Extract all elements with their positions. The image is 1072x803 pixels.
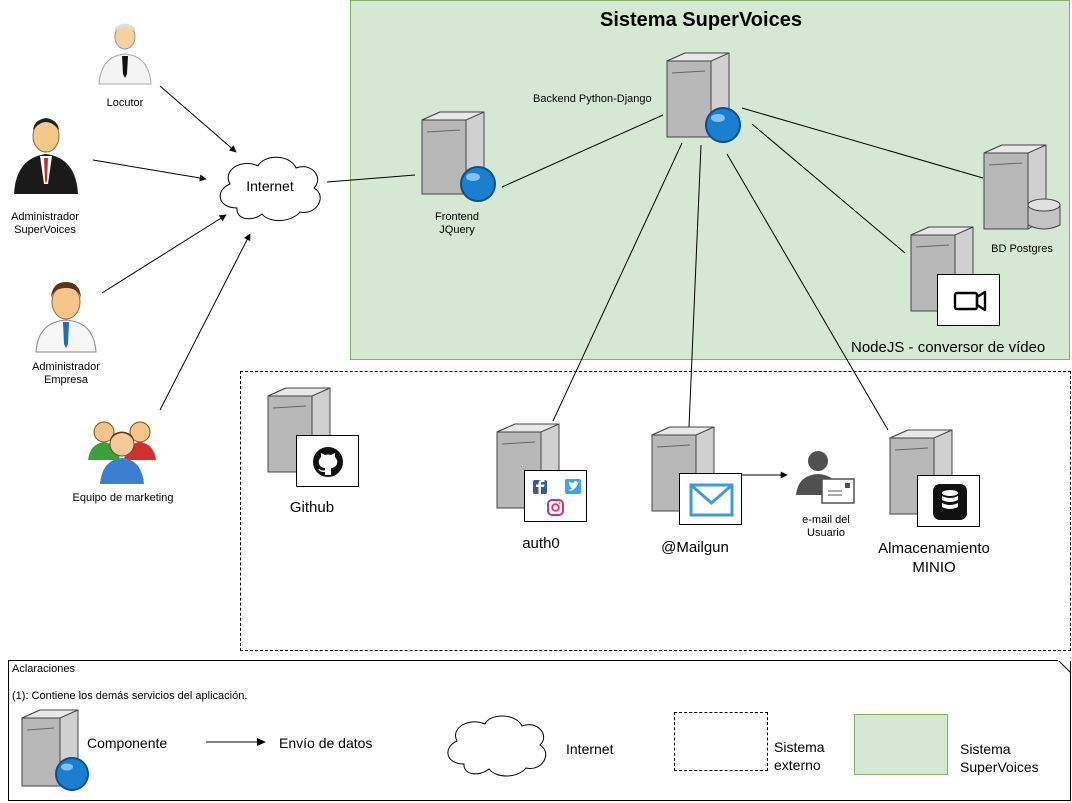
video-badge: [937, 274, 1000, 326]
user-mail-icon: [796, 451, 855, 504]
mailgun-badge: [679, 473, 742, 525]
edge-frontend-backend: [501, 114, 664, 188]
edge-backend-mailgun: [688, 144, 702, 428]
legend-arrow-icon: [206, 738, 266, 746]
legend-cloud-icon: [447, 715, 547, 777]
internet-label: Internet: [246, 178, 294, 194]
instagram-icon: [547, 499, 564, 516]
edge-backend-video: [751, 123, 906, 254]
github-logo-icon: [313, 447, 343, 477]
diagram-title: Sistema SuperVoices: [600, 9, 802, 31]
auth0-label: auth0: [522, 535, 560, 552]
edge-internet-frontend: [326, 174, 416, 183]
mail-envelope-icon: [689, 483, 734, 517]
facebook-icon: [533, 480, 547, 494]
legend-corner-fold: [1057, 659, 1072, 674]
legend-note: (1): Contiene los demás servicios del ap…: [12, 690, 248, 702]
twitter-icon: [565, 479, 581, 494]
legend-dataflow-label: Envío de datos: [279, 735, 373, 751]
database-icon: [933, 484, 967, 520]
legend-system-swatch: [854, 714, 948, 775]
storage-badge: [917, 475, 980, 527]
external-systems-zone: [240, 371, 1071, 651]
github-label: Github: [289, 499, 335, 516]
legend-internet-label: Internet: [566, 741, 614, 757]
db-label: BD Postgres: [991, 243, 1053, 255]
video-camera-icon: [953, 290, 987, 312]
edge-marketing-internet: [159, 233, 251, 411]
backend-server-icon: [666, 52, 741, 143]
internet-cloud-icon: [219, 156, 321, 221]
edge-backend-db: [741, 107, 984, 179]
admin-supervoices-person-icon: [14, 118, 78, 194]
video-label: NodeJS - conversor de vídeo: [851, 339, 1046, 356]
edge-adminemp-internet: [101, 214, 227, 294]
github-badge: [296, 435, 359, 487]
legend-component-icon: [21, 709, 89, 791]
frontend-server-icon: [421, 111, 496, 202]
marketing-group-icon: [88, 421, 156, 484]
locutor-person-icon: [98, 23, 152, 85]
legend-external-swatch: [674, 712, 768, 771]
edge-backend-storage: [726, 153, 889, 431]
admin-empresa-person-icon: [35, 282, 97, 353]
edge-locutor-internet: [159, 85, 237, 153]
edge-adminsv-internet: [92, 159, 207, 182]
legend-component-label: Componente: [87, 735, 168, 751]
backend-label: Backend Python-Django: [533, 93, 652, 105]
edge-backend-auth0: [552, 142, 683, 422]
marketing-label: Equipo de marketing: [72, 492, 174, 504]
legend-title: Aclaraciones: [12, 663, 75, 675]
mailgun-label: @Mailgun: [661, 539, 729, 556]
auth0-badge: [524, 470, 587, 522]
locutor-label: Locutor: [106, 97, 144, 109]
db-server-icon: [983, 144, 1061, 230]
